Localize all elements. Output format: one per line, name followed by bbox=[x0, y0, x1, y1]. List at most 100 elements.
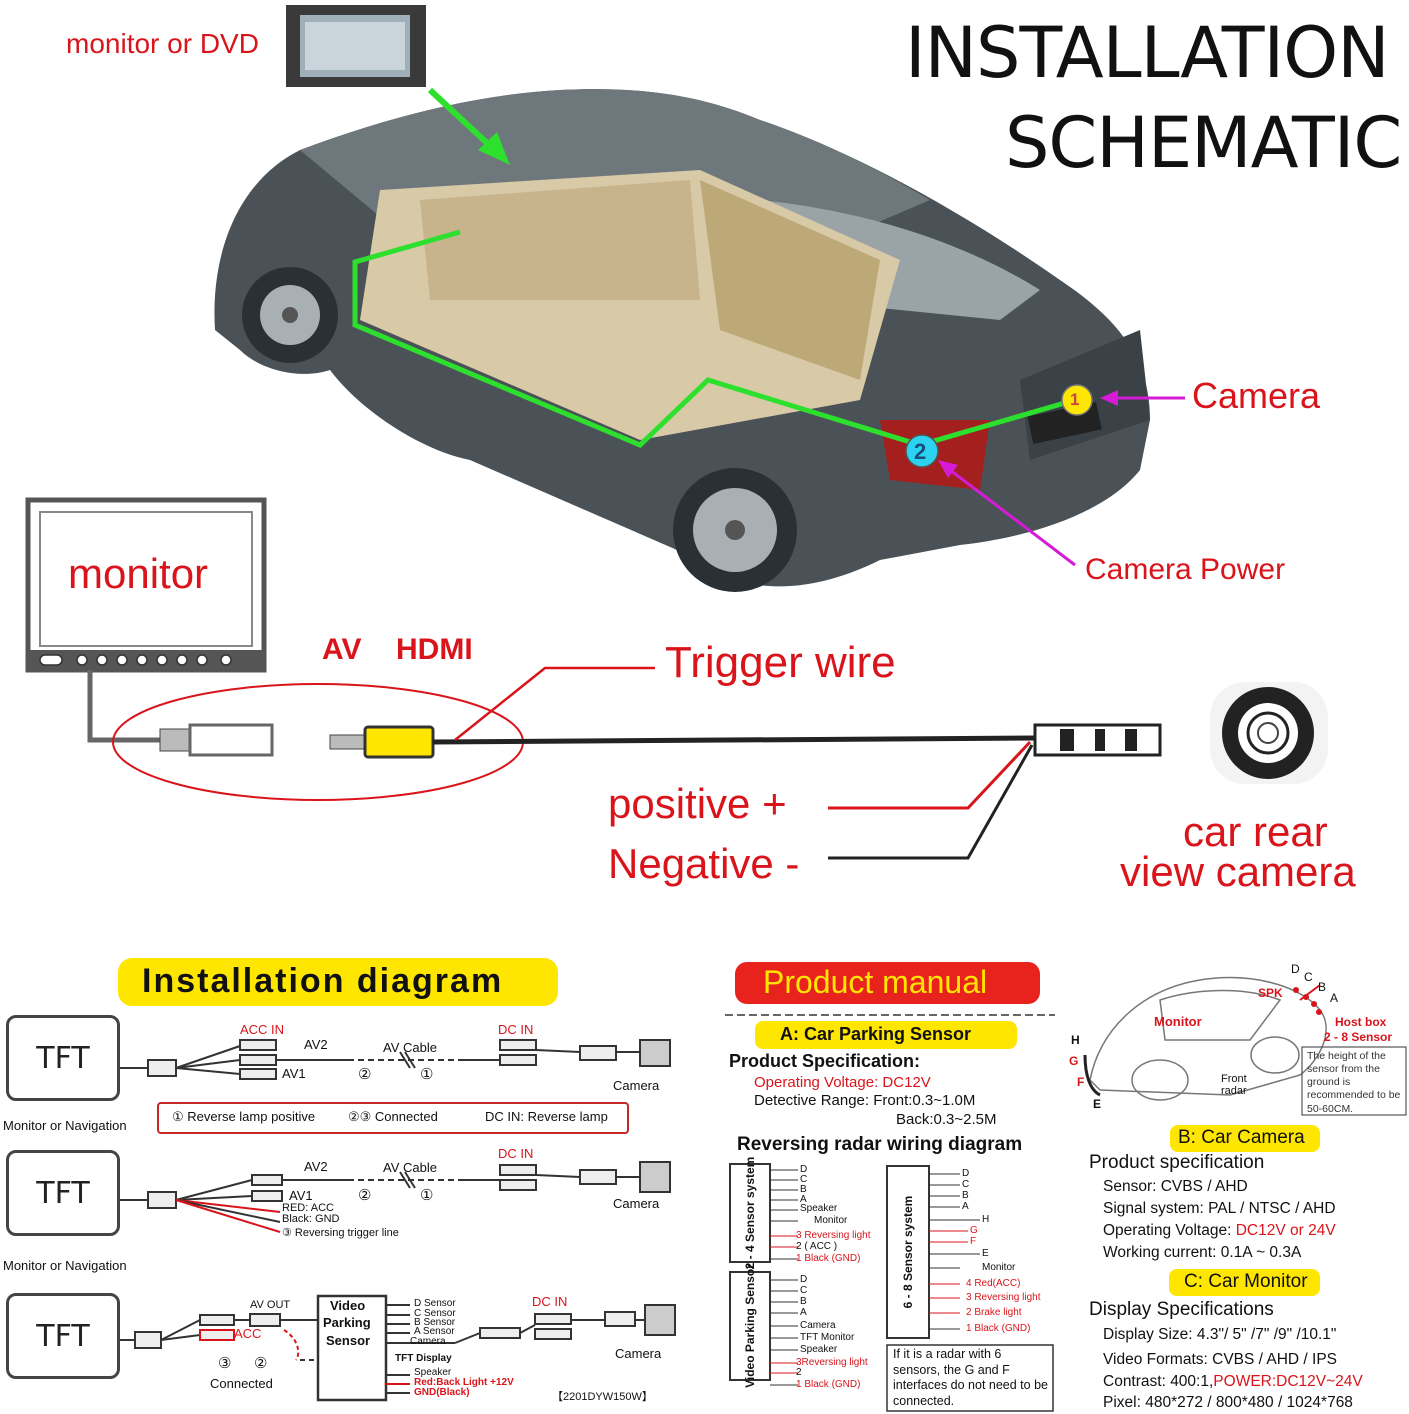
sys68-gnd: 1 Black (GND) bbox=[966, 1323, 1031, 1334]
section-c-bg bbox=[1169, 1269, 1320, 1296]
sensor-label-spk: SPK bbox=[1258, 986, 1283, 1000]
rca-yellow-connector bbox=[363, 725, 435, 759]
row3-speaker: Speaker bbox=[414, 1367, 452, 1378]
camera-label: Camera bbox=[1192, 375, 1321, 416]
sys24-a: A bbox=[800, 1194, 807, 1205]
radar-note-box bbox=[886, 1344, 1054, 1412]
monitor-nav-label-1: Monitor or Navigation bbox=[3, 1118, 127, 1133]
vps-label-2: Parking bbox=[323, 1315, 371, 1330]
back-range: Back:0.3~2.5M bbox=[896, 1111, 997, 1128]
car-rear-label-2: view camera bbox=[1120, 848, 1356, 895]
sys68-f: F bbox=[970, 1236, 977, 1247]
section-b-title: B: Car Camera bbox=[1178, 1127, 1305, 1148]
row3-code: 【2201DYW150W】 bbox=[552, 1391, 653, 1403]
section-b-bg bbox=[1170, 1125, 1320, 1152]
row1-av1: AV1 bbox=[282, 1066, 306, 1081]
vps-box-label: Video Parking Sensor bbox=[743, 1264, 757, 1388]
positive-wire bbox=[828, 740, 1032, 810]
sys68-brake: 2 Brake light bbox=[966, 1307, 1022, 1318]
section-a-title: A: Car Parking Sensor bbox=[780, 1024, 972, 1044]
vps-camera: Camera bbox=[800, 1320, 836, 1331]
row3-sensor-a: A Sensor bbox=[414, 1326, 455, 1337]
av-label: AV bbox=[322, 633, 362, 666]
row2-av2: AV2 bbox=[304, 1159, 328, 1174]
sys24-b: B bbox=[800, 1184, 807, 1195]
row2-camera: Camera bbox=[613, 1196, 660, 1211]
negative-label: Negative - bbox=[608, 840, 800, 887]
camera-lens bbox=[1210, 682, 1328, 784]
sensor-label-e: E bbox=[1093, 1097, 1102, 1111]
row2-red-acc: RED: ACC bbox=[282, 1202, 334, 1214]
row3-gnd-black: GND(Black) bbox=[414, 1387, 470, 1398]
row1-av2: AV2 bbox=[304, 1037, 328, 1052]
hdmi-label: HDMI bbox=[396, 633, 473, 666]
row3-connected: Connected bbox=[210, 1376, 273, 1391]
sys24-reversing: 3 Reversing light bbox=[796, 1230, 871, 1241]
product-manual-title-bg bbox=[735, 962, 1040, 1004]
section-b-current: Working current: 0.1A ~ 0.3A bbox=[1103, 1244, 1302, 1261]
row2-n2: ② bbox=[358, 1187, 372, 1204]
row3-red-back-light: Red:Back Light +12V bbox=[414, 1377, 514, 1388]
vps-c: C bbox=[800, 1285, 808, 1296]
section-b-sensor: Sensor: CVBS / AHD bbox=[1103, 1178, 1248, 1195]
badge-2 bbox=[905, 434, 939, 468]
section-c-pixel: Pixel: 480*272 / 800*480 / 1024*768 bbox=[1103, 1394, 1353, 1411]
av-extension-cable bbox=[432, 735, 1036, 745]
sys68-monitor: Monitor bbox=[982, 1262, 1016, 1273]
row3-camera-label: Camera bbox=[410, 1336, 446, 1347]
sys68-reversing: 3 Reversing light bbox=[966, 1292, 1041, 1303]
tft-monitor-1: TFT bbox=[6, 1015, 120, 1101]
monitor-cable bbox=[87, 670, 160, 743]
sys24-gnd: 1 Black (GND) bbox=[796, 1253, 861, 1264]
sys24-c: C bbox=[800, 1174, 808, 1185]
vps-a: A bbox=[800, 1307, 807, 1318]
sys68-label: 6 - 8 Sensor system bbox=[901, 1195, 915, 1309]
section-b-voltage-value: DC12V or 24V bbox=[1235, 1222, 1336, 1239]
vps-2: 2 bbox=[796, 1367, 802, 1378]
sys68-b: B bbox=[962, 1190, 969, 1201]
section-c-contrast-label: Contrast: 400:1, bbox=[1103, 1373, 1214, 1390]
row3-sensor-c: C Sensor bbox=[414, 1308, 456, 1319]
sensor-label-front: Front bbox=[1221, 1073, 1247, 1085]
sys24-d: D bbox=[800, 1164, 808, 1175]
tft-monitor-2: TFT bbox=[6, 1150, 120, 1236]
sensor-label-a: A bbox=[1330, 991, 1339, 1005]
height-note: The height of the sensor from the ground… bbox=[1307, 1050, 1401, 1115]
camera-power-pointer bbox=[949, 468, 1076, 567]
sensor-label-h: H bbox=[1071, 1033, 1080, 1047]
badge-1 bbox=[1061, 384, 1093, 416]
row3-sensor-b: B Sensor bbox=[414, 1317, 456, 1328]
section-c-contrast: Contrast: 400:1,POWER:DC12V~24V bbox=[1103, 1373, 1363, 1391]
section-b-signal: Signal system: PAL / NTSC / AHD bbox=[1103, 1200, 1336, 1217]
sensor-label-radar: radar bbox=[1221, 1085, 1247, 1097]
car-rear-label-1: car rear bbox=[1183, 808, 1328, 855]
section-c-power: POWER:DC12V~24V bbox=[1213, 1373, 1363, 1390]
vps-label-1: Video bbox=[330, 1298, 366, 1313]
vps-reversing: 3Reversing light bbox=[796, 1357, 868, 1368]
car-sensor-diagram bbox=[1083, 976, 1327, 1101]
install-diagram-title: Installation diagram bbox=[142, 962, 504, 1000]
legend-item-1: ① Reverse lamp positive bbox=[172, 1109, 316, 1124]
tft-label-2: TFT bbox=[36, 1175, 90, 1211]
trigger-line bbox=[454, 666, 655, 741]
row1-acc-in: ACC IN bbox=[240, 1022, 285, 1037]
operating-voltage: Operating Voltage: DC12V bbox=[754, 1074, 931, 1091]
vps-b: B bbox=[800, 1296, 807, 1307]
section-b-heading: Product specification bbox=[1089, 1152, 1265, 1173]
legend-item-2: ②③ Connected bbox=[348, 1109, 438, 1124]
section-c-heading: Display Specifications bbox=[1089, 1299, 1274, 1320]
title-line1: INSTALLATION bbox=[905, 12, 1390, 94]
sensor-label-monitor: Monitor bbox=[1154, 1014, 1202, 1029]
row1-av-cable: AV Cable bbox=[383, 1040, 437, 1055]
legend-item-3: DC IN: Reverse lamp bbox=[485, 1109, 608, 1124]
trigger-wire-label: Trigger wire bbox=[665, 638, 896, 687]
row2-av1: AV1 bbox=[289, 1188, 313, 1203]
sensor-label-host-box: Host box bbox=[1335, 1015, 1387, 1029]
sensor-label-b: B bbox=[1318, 980, 1327, 994]
tft-monitor-3: TFT bbox=[6, 1293, 120, 1379]
sensor-label-f: F bbox=[1077, 1075, 1085, 1089]
sys68-acc: 4 Red(ACC) bbox=[966, 1278, 1021, 1289]
row2-black-gnd: Black: GND bbox=[282, 1213, 340, 1225]
sys24-monitor: Monitor bbox=[814, 1215, 848, 1226]
sys24-acc: 2 ( ACC ) bbox=[796, 1241, 838, 1252]
